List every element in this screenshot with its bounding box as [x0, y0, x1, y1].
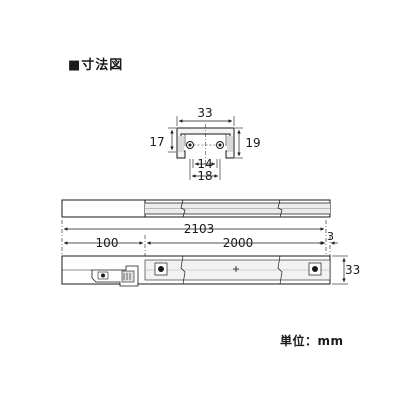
- unit-label: 単位：mm: [280, 334, 344, 348]
- top-view: [61, 199, 331, 218]
- section-height-left-label: 17: [149, 135, 164, 149]
- end-length-label: 100: [96, 236, 119, 250]
- cross-section-view: [168, 116, 243, 180]
- side-height-label: 33: [345, 263, 360, 277]
- length-dimensions: [61, 220, 338, 256]
- inner-width-14-label: 14: [197, 157, 212, 171]
- main-length-label: 2000: [223, 236, 254, 250]
- end-offset-label: 3: [327, 230, 334, 243]
- page-title: ■寸法図: [68, 58, 124, 73]
- inner-width-18-label: 18: [197, 169, 212, 183]
- side-view: [61, 255, 348, 287]
- section-height-right-label: 19: [245, 136, 260, 150]
- section-width-label: 33: [197, 106, 212, 120]
- total-length-label: 2103: [184, 222, 215, 236]
